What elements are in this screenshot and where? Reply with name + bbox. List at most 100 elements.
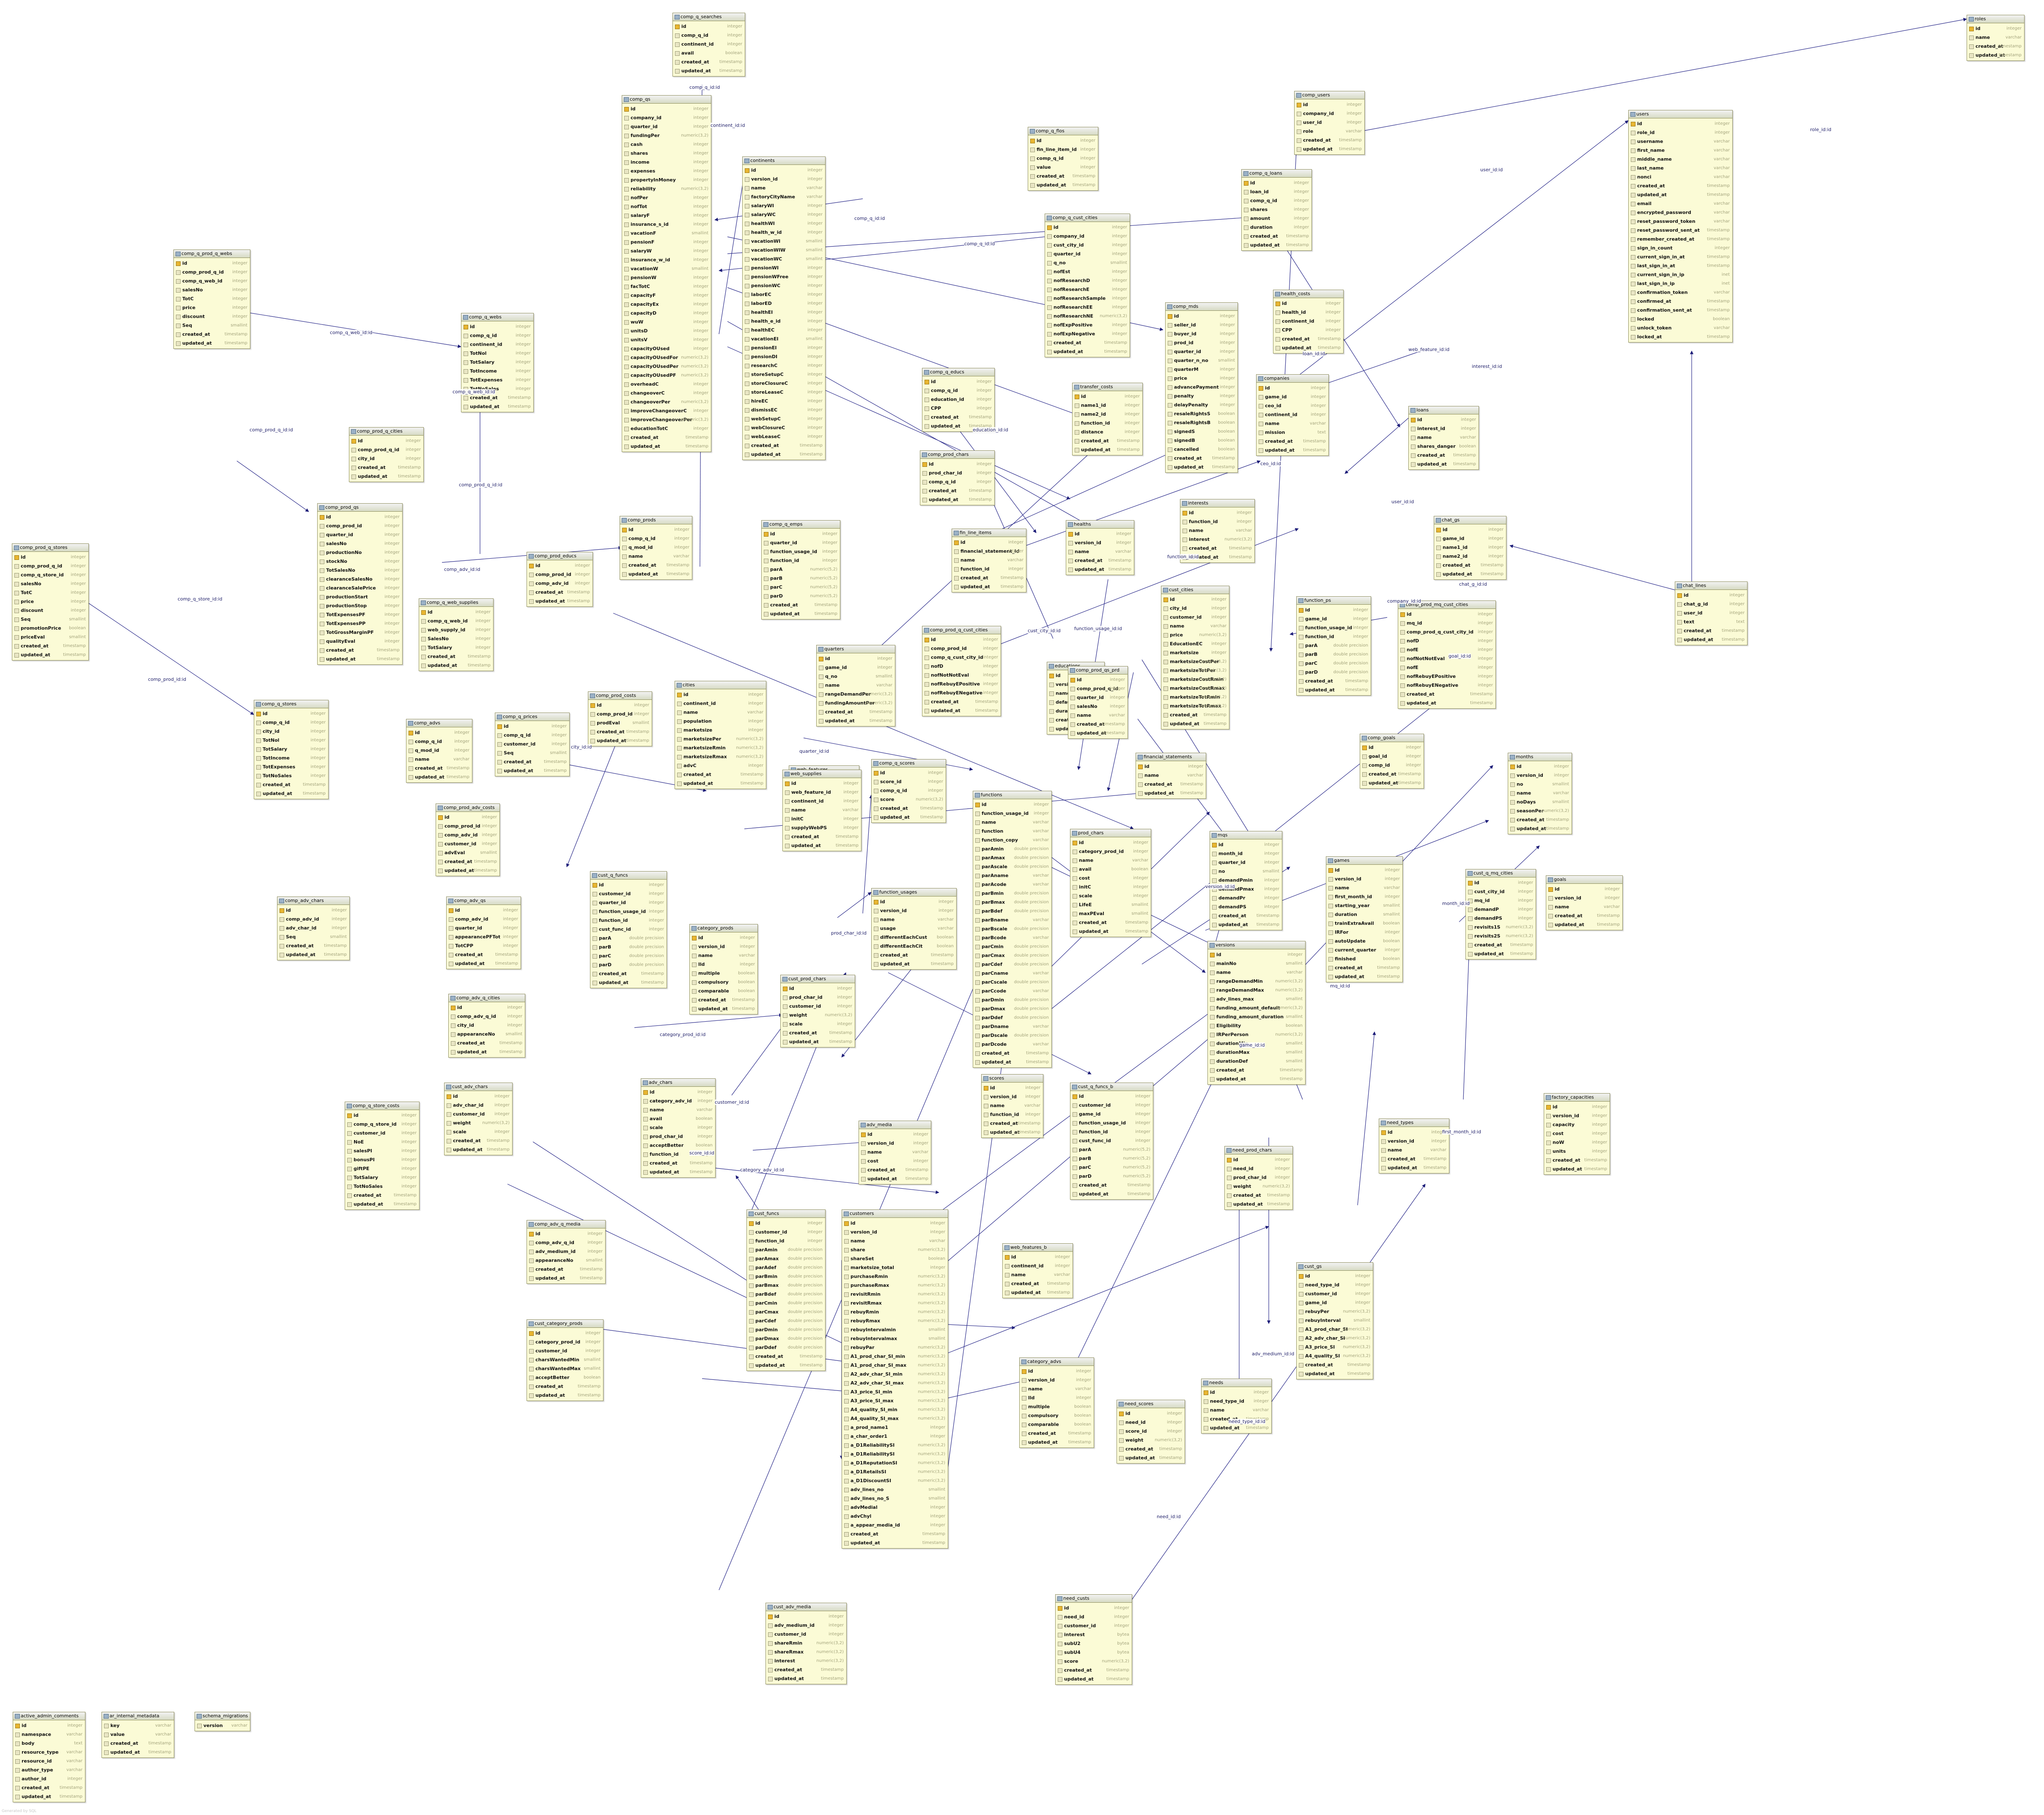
table-header[interactable]: schema_migrations [195,1712,250,1720]
table-header[interactable]: mqs [1210,831,1282,839]
table-header[interactable]: comp_q_cust_cities [1045,214,1130,222]
table-header[interactable]: function_usages [872,888,956,897]
table-header[interactable]: customers [842,1210,948,1218]
table-header[interactable]: comp_adv_q_cities [449,994,525,1002]
table-header[interactable]: comp_q_web_supplies [419,599,493,607]
table-header[interactable]: transfer_costs [1073,383,1142,391]
table-header[interactable]: cust_funcs [747,1210,825,1218]
